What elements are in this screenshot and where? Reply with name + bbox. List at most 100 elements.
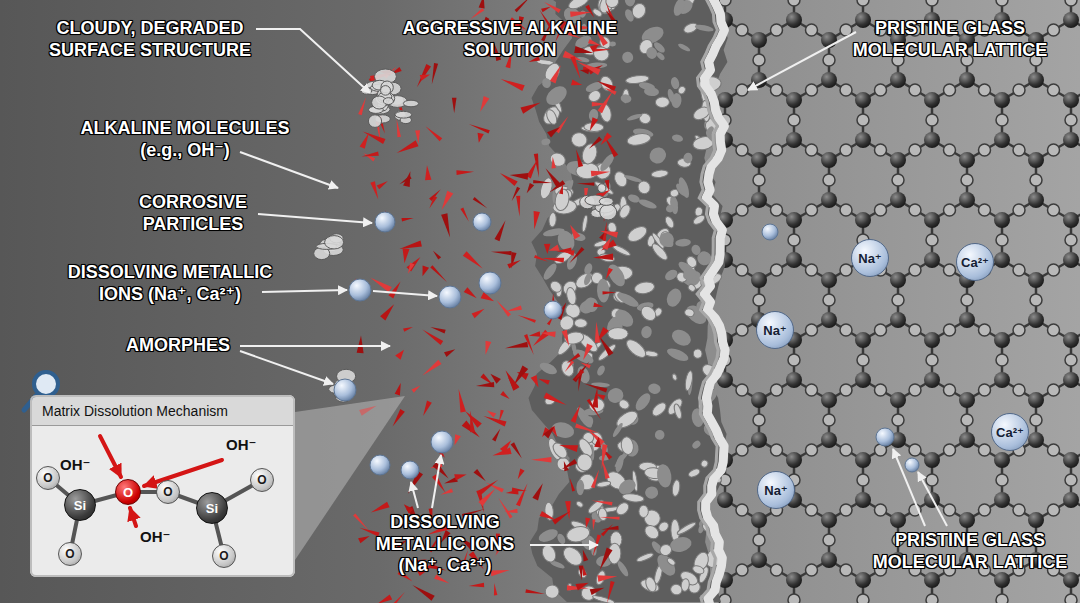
atom-label: Ca²⁺ xyxy=(961,256,989,269)
surface-pore xyxy=(669,188,679,198)
silicon-atom xyxy=(994,572,1010,588)
alkaline-shard xyxy=(430,265,447,282)
atom-label: Si xyxy=(206,502,218,515)
silicon-atom xyxy=(786,452,802,468)
oxygen-atom xyxy=(979,504,991,516)
leader-line xyxy=(893,449,925,526)
surface-pore xyxy=(671,134,683,143)
surface-pore xyxy=(638,198,658,211)
alkaline-shard xyxy=(441,213,450,237)
alkaline-shard xyxy=(505,306,522,312)
amorphous-debris xyxy=(325,236,344,249)
alkaline-shard xyxy=(511,442,522,458)
surface-pore xyxy=(650,400,668,418)
oxygen-atom xyxy=(736,444,748,456)
alkaline-shard xyxy=(498,498,512,519)
surface-pore xyxy=(585,416,594,427)
callout-label: ALKALINE MOLECULES (e.g., OH⁻) xyxy=(70,118,300,161)
surface-pore xyxy=(611,422,624,438)
oxygen-atom xyxy=(1065,114,1077,126)
oxygen-atom xyxy=(996,0,1008,6)
alkaline-shard xyxy=(408,263,415,274)
alkaline-shard xyxy=(473,197,487,208)
alkaline-shard xyxy=(579,566,583,581)
oxygen-atom xyxy=(771,564,783,576)
silicon-atom xyxy=(890,72,906,88)
alkaline-shard xyxy=(571,80,582,86)
alkaline-shard xyxy=(490,570,509,576)
surface-pore xyxy=(545,108,559,126)
oxygen-atom xyxy=(909,84,921,96)
ion-particle xyxy=(876,428,894,446)
alkaline-shard xyxy=(476,382,494,387)
surface-pore xyxy=(592,594,615,603)
alkaline-shard xyxy=(361,151,378,156)
surface-pore xyxy=(671,373,677,381)
alkaline-shard xyxy=(564,461,569,471)
surface-pore xyxy=(543,82,571,108)
atom-label: O xyxy=(257,474,266,486)
oxygen-atom xyxy=(840,564,852,576)
surface-pore xyxy=(658,543,673,558)
silicon-atom xyxy=(959,512,975,528)
silicon-atom xyxy=(959,432,975,448)
alkaline-shard xyxy=(543,426,555,438)
alkaline-shard xyxy=(591,171,610,177)
surface-pore xyxy=(683,152,693,164)
silicon-atom xyxy=(1063,252,1079,268)
oxygen-atom xyxy=(944,204,956,216)
alkaline-shard xyxy=(592,519,595,530)
alkaline-shard xyxy=(580,70,590,75)
surface-pore xyxy=(549,212,557,227)
alkaline-shard xyxy=(576,149,583,167)
silicon-atom xyxy=(751,392,767,408)
oxygen-atom xyxy=(944,384,956,396)
surface-pore xyxy=(541,138,551,146)
oxygen-atom xyxy=(806,384,818,396)
silicon-atom xyxy=(924,92,940,108)
silicon-atom xyxy=(890,272,906,288)
atom-label: Na⁺ xyxy=(764,484,787,497)
alkaline-shard xyxy=(585,5,594,18)
surface-pore xyxy=(642,523,661,542)
silicon-atom xyxy=(786,132,802,148)
oxygen-atom xyxy=(1013,84,1025,96)
surface-pore xyxy=(626,113,643,122)
surface-pore xyxy=(665,204,675,214)
atom-label: O xyxy=(163,486,172,498)
amorphous-debris xyxy=(395,111,412,118)
alkaline-shard xyxy=(420,74,431,80)
silicon-atom xyxy=(821,192,837,208)
alkaline-shard xyxy=(538,379,550,385)
alkaline-shard xyxy=(531,375,539,388)
atom-label: O xyxy=(65,548,74,560)
silicon-atom xyxy=(994,332,1010,348)
alkaline-shard xyxy=(399,241,422,250)
surface-pore xyxy=(677,42,691,52)
alkaline-shard xyxy=(589,137,602,149)
oxygen-atom xyxy=(857,114,869,126)
oxygen-atom xyxy=(1065,594,1077,603)
oxygen-atom xyxy=(840,84,852,96)
surface-pore xyxy=(559,359,575,378)
oxygen-atom xyxy=(823,534,835,546)
surface-pore xyxy=(623,174,642,184)
metal-ion: Ca²⁺ xyxy=(991,413,1029,451)
alkaline-shard xyxy=(594,437,601,448)
silicon-atom xyxy=(786,212,802,228)
surface-pore xyxy=(596,278,610,302)
alkaline-shard xyxy=(377,181,388,189)
leader-line xyxy=(748,32,856,90)
silicon-atom xyxy=(786,92,802,108)
alkaline-shard xyxy=(441,489,454,495)
oxygen-atom xyxy=(1030,294,1042,306)
callout-label: AMORPHES xyxy=(118,335,238,357)
alkaline-shard xyxy=(590,588,605,595)
silicon-atom xyxy=(959,392,975,408)
oxygen-atom: O xyxy=(58,542,82,566)
silicon-atom xyxy=(1028,152,1044,168)
alkaline-shard xyxy=(442,191,454,210)
metal-ion: Na⁺ xyxy=(757,471,795,509)
alkaline-shard xyxy=(529,331,541,336)
surface-pore xyxy=(542,227,565,238)
